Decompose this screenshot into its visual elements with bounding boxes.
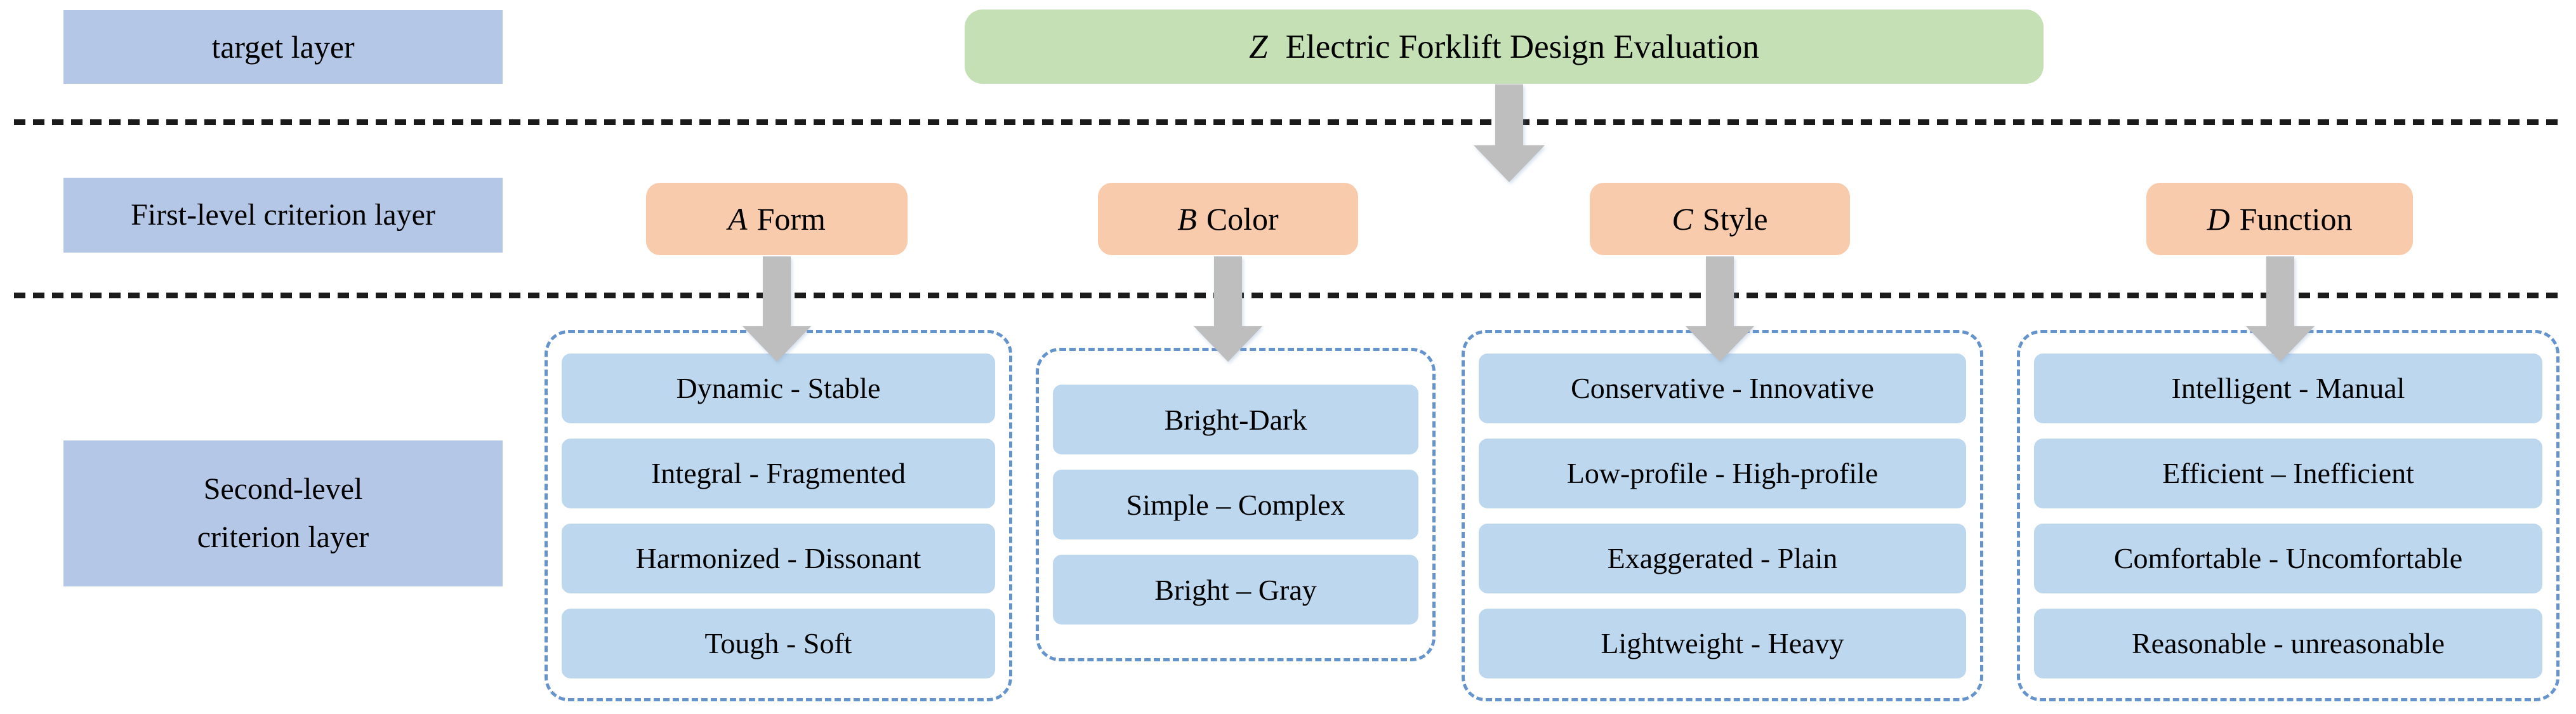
criterion-group-form: Dynamic - Stable Integral - Fragmented H… [545,330,1012,701]
criterion-group-function: Intelligent - Manual Efficient – Ineffic… [2017,330,2559,701]
criterion-node-function: D Function [2146,183,2413,255]
criterion-name: Function [2239,201,2353,237]
arrow-shaft [1214,256,1242,326]
criterion-group-style: Conservative - Innovative Low-profile - … [1462,330,1983,701]
down-arrow-style [1686,256,1754,362]
layer-separator-bottom [14,293,2561,298]
second-level-item: Efficient – Inefficient [2034,438,2542,508]
arrow-head [2246,326,2315,362]
second-level-item: Reasonable - unreasonable [2034,608,2542,678]
criterion-node-color: B Color [1098,183,1358,255]
second-level-item: Simple – Complex [1053,470,1418,539]
second-level-item: Bright-Dark [1053,385,1418,454]
criterion-group-color: Bright-Dark Simple – Complex Bright – Gr… [1036,348,1436,661]
first-level-layer-label: First-level criterion layer [63,178,503,253]
second-level-item: Low-profile - High-profile [1479,438,1966,508]
second-level-label-line1: Second-level [203,472,363,506]
criterion-code: A [728,201,748,237]
criterion-code: D [2207,201,2230,237]
down-arrow-goal [1474,84,1545,182]
second-level-item: Comfortable - Uncomfortable [2034,523,2542,593]
criterion-name: Form [756,201,826,237]
second-level-item: Harmonized - Dissonant [562,523,995,593]
second-level-layer-label: Second-level criterion layer [63,440,503,586]
second-level-item: Lightweight - Heavy [1479,608,1966,678]
second-level-item: Dynamic - Stable [562,353,995,423]
arrow-head [1474,145,1545,182]
criterion-name: Color [1206,201,1279,237]
second-level-label-line2: criterion layer [197,520,369,554]
goal-node-code: Z [1249,28,1268,65]
second-level-item: Integral - Fragmented [562,438,995,508]
layer-separator-top [14,119,2561,125]
criterion-node-form: A Form [646,183,908,255]
goal-node: Z Electric Forklift Design Evaluation [965,10,2044,84]
goal-node-name: Electric Forklift Design Evaluation [1285,28,1759,65]
arrow-shaft [1495,84,1523,145]
down-arrow-form [743,256,811,362]
down-arrow-function [2246,256,2315,362]
arrow-shaft [1706,256,1734,326]
arrow-head [1686,326,1754,362]
arrow-shaft [763,256,791,326]
arrow-head [1194,326,1262,362]
arrow-shaft [2266,256,2294,326]
second-level-item: Intelligent - Manual [2034,353,2542,423]
second-level-item: Exaggerated - Plain [1479,523,1966,593]
second-level-item: Bright – Gray [1053,555,1418,625]
arrow-head [743,326,811,362]
target-layer-label: target layer [63,10,503,84]
criterion-name: Style [1702,201,1768,237]
down-arrow-color [1194,256,1262,362]
criterion-node-style: C Style [1590,183,1850,255]
second-level-item: Conservative - Innovative [1479,353,1966,423]
second-level-item: Tough - Soft [562,608,995,678]
criterion-code: C [1672,201,1693,237]
criterion-code: B [1177,201,1197,237]
